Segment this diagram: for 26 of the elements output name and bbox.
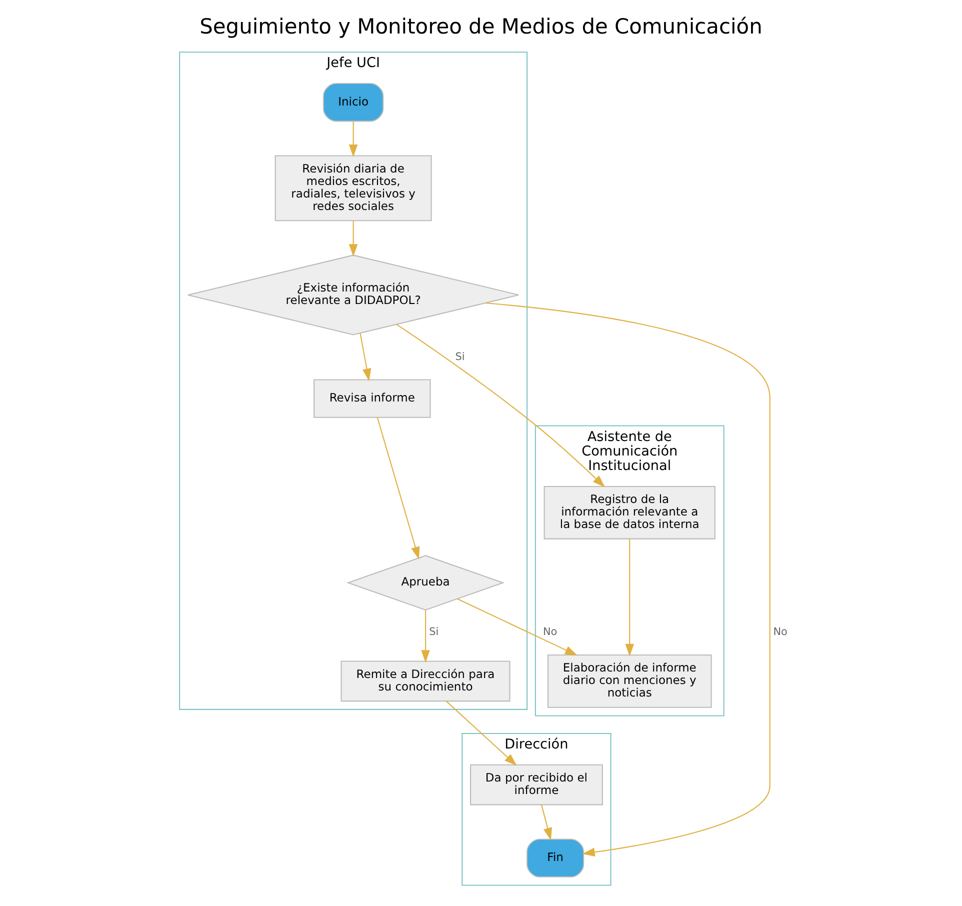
edge-label: No [773, 626, 788, 638]
node-box: Inicio [322, 83, 384, 122]
node-box: Revisión diaria de medios escritos, radiales, televisivos y redes sociales [274, 155, 432, 222]
node-box: Fin [526, 838, 584, 878]
node-diamond: ¿Existe información relevante a DIDADPOL? [187, 254, 520, 336]
node-diamond: Aprueba [346, 555, 505, 611]
arrow [446, 700, 517, 766]
arrow [348, 122, 358, 158]
edge-label: No [542, 626, 558, 638]
arrow [348, 220, 358, 257]
arrow [376, 417, 420, 560]
node-box: Da por recibido el informe [470, 764, 603, 806]
node-box: Elaboración de informe diario con menciones y noticias [547, 654, 712, 708]
edge-label: Si [455, 350, 465, 363]
node-box: Registro de la información relevante a la base de datos interna [544, 486, 716, 540]
arrow [625, 538, 634, 656]
node-box: Revisa informe [314, 379, 431, 418]
arrow [541, 804, 552, 840]
edge-label: Si [429, 626, 439, 638]
arrow [457, 598, 578, 656]
arrow [396, 324, 606, 488]
arrow [421, 610, 430, 663]
diagram-title: Seguimiento y Monitoreo de Medios de Comunicación [200, 14, 762, 38]
node-box: Remite a Dirección para su conocimiento [340, 660, 510, 702]
arrow [360, 333, 372, 382]
arrow [485, 302, 770, 856]
